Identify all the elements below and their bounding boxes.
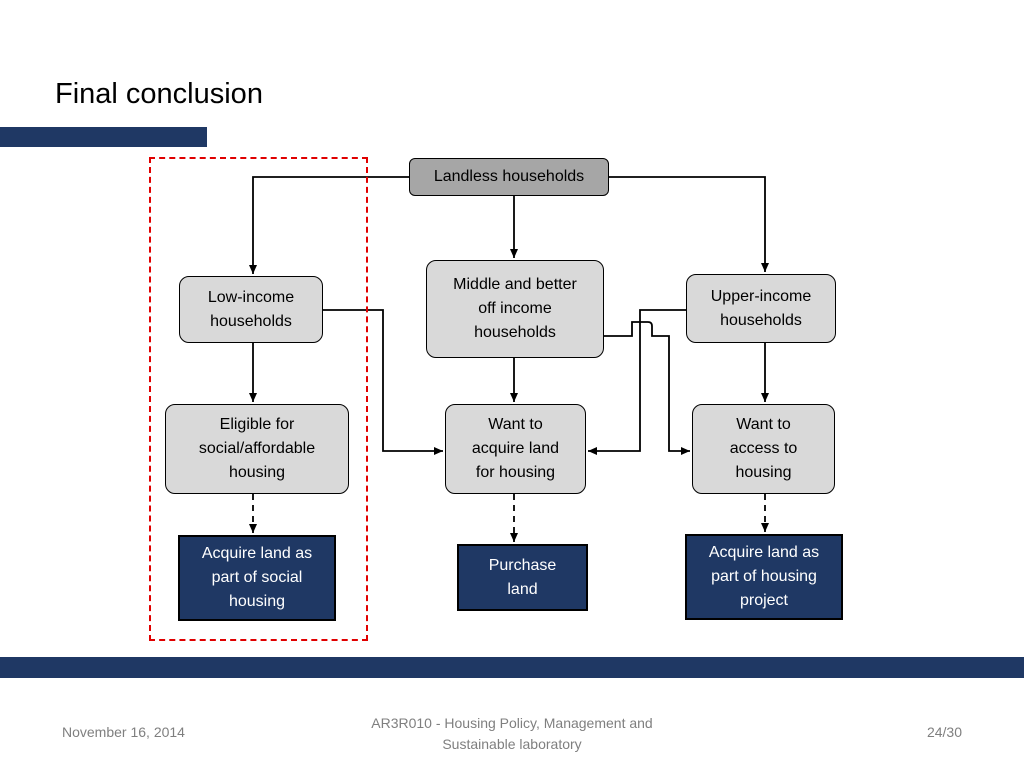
node-middle-income-label: Middle and better off income households xyxy=(453,276,577,341)
outcome-purchase-land: Purchase land xyxy=(457,544,588,611)
outcome-acquire-social: Acquire land as part of social housing xyxy=(178,535,336,621)
outcome-purchase-land-label: Purchase land xyxy=(488,556,557,598)
node-upper-income: Upper-income households xyxy=(686,274,836,343)
connector-middle-to-want-access xyxy=(604,321,690,455)
connector-upper-to-want-land xyxy=(588,309,686,455)
node-want-access: Want to access to housing xyxy=(692,404,835,494)
node-want-access-label: Want to access to housing xyxy=(729,416,798,481)
connector-landless-to-upper xyxy=(609,176,769,272)
node-want-land: Want to acquire land for housing xyxy=(445,404,586,494)
outcome-acquire-project: Acquire land as part of housing project xyxy=(685,534,843,620)
node-upper-income-label: Upper-income households xyxy=(710,287,812,329)
node-want-land-label: Want to acquire land for housing xyxy=(471,416,560,481)
node-landless-label: Landless households xyxy=(433,168,585,185)
title-accent-bar xyxy=(0,127,207,147)
slide-title: Final conclusion xyxy=(55,78,263,110)
outcome-acquire-project-label: Acquire land as part of housing project xyxy=(708,544,820,609)
node-low-income-label: Low-income households xyxy=(207,288,295,330)
node-low-income: Low-income households xyxy=(179,276,323,343)
node-middle-income: Middle and better off income households xyxy=(426,260,604,358)
connector-low-to-want-land xyxy=(323,309,443,455)
low-income-highlight-frame xyxy=(149,157,368,641)
footer-page-number: 24/30 xyxy=(926,724,962,740)
connector-landless-to-low xyxy=(249,176,409,274)
node-eligible-social: Eligible for social/affordable housing xyxy=(165,404,349,494)
footer-date: November 16, 2014 xyxy=(62,724,185,740)
footer-course: AR3R010 - Housing Policy, Management and… xyxy=(371,715,653,752)
footer-band xyxy=(0,657,1024,678)
node-eligible-social-label: Eligible for social/affordable housing xyxy=(198,416,316,481)
outcome-acquire-social-label: Acquire land as part of social housing xyxy=(201,545,313,610)
node-landless-households: Landless households xyxy=(409,158,609,196)
